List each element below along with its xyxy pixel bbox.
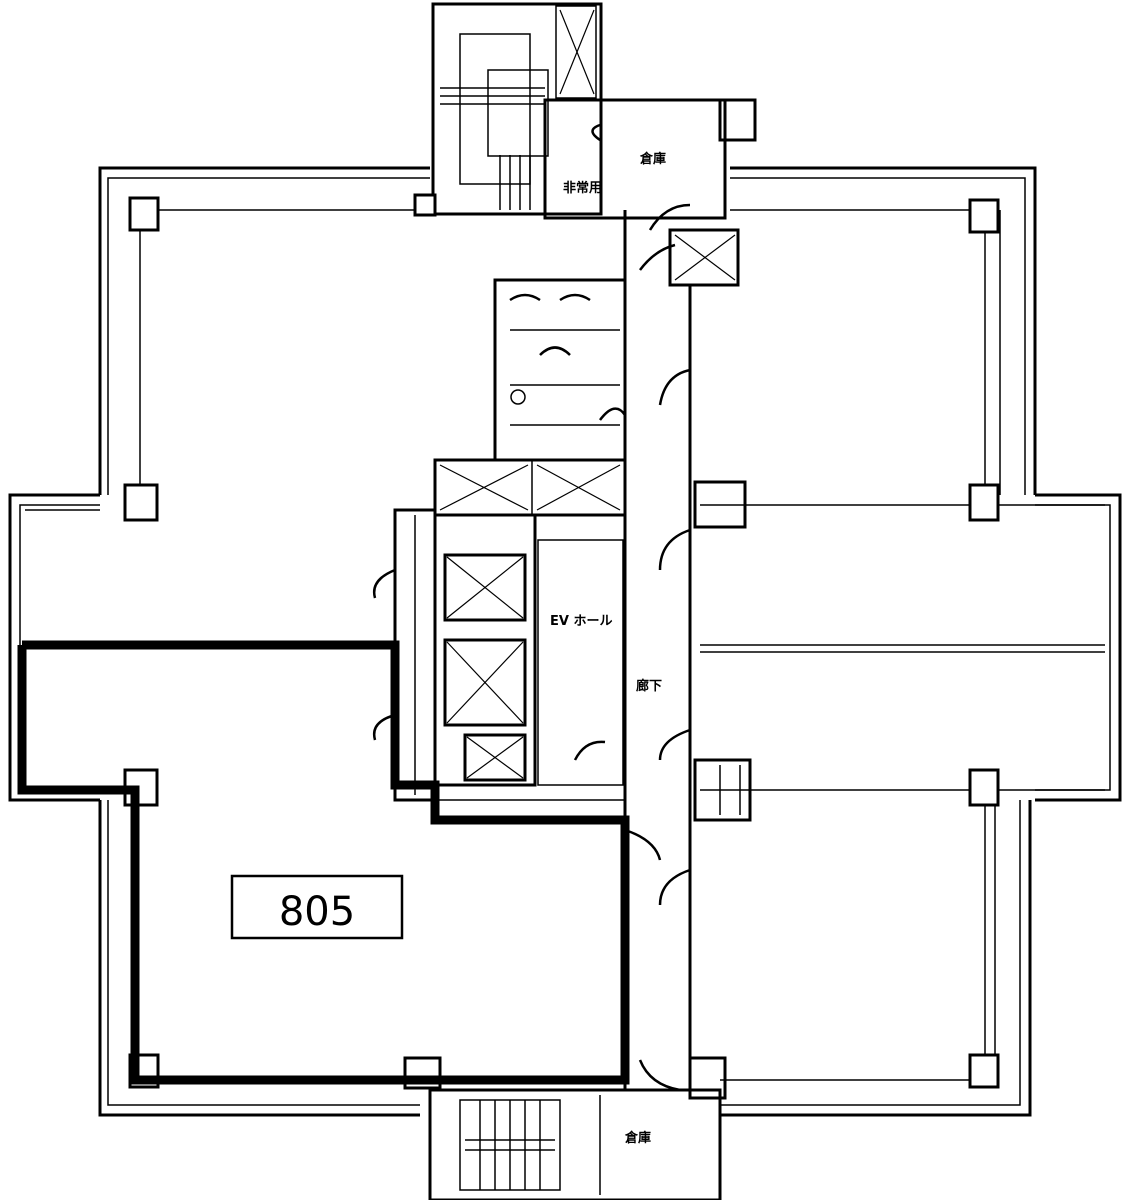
svg-text:廊下: 廊下 <box>636 678 662 694</box>
svg-text:倉庫: 倉庫 <box>639 151 666 167</box>
columns <box>123 193 1000 1089</box>
top-stair-core: 倉庫 非常用 <box>431 2 757 287</box>
svg-text:倉庫: 倉庫 <box>624 1130 651 1146</box>
svg-text:非常用: 非常用 <box>563 180 602 196</box>
unit-label: 805 <box>230 874 404 940</box>
bottom-stair-core: 倉庫 <box>403 1056 727 1200</box>
unit-label-box <box>230 874 404 940</box>
svg-text:EV ホール: EV ホール <box>550 614 612 629</box>
unit-805-outline <box>17 640 630 1085</box>
unit-number: 805 <box>279 889 355 935</box>
central-core: EV ホール 廊下 <box>372 210 752 1090</box>
